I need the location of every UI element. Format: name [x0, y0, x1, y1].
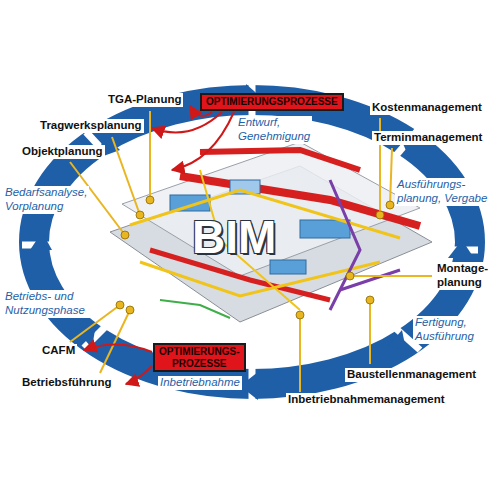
box-text: OPTIMIERUNGS- PROZESSE	[159, 346, 240, 369]
discipline-label: Kostenmanagement	[370, 101, 484, 115]
optimization-box: OPTIMIERUNGS- PROZESSE	[153, 343, 246, 372]
phase-label: Entwurf, Genehmigung	[236, 116, 312, 144]
phase-label: Betriebs- und Nutzungsphase	[3, 290, 97, 318]
optimization-box: OPTIMIERUNGSPROZESSE	[200, 93, 344, 111]
phase-label: Inbetriebnahme	[158, 376, 242, 390]
box-text: OPTIMIERUNGSPROZESSE	[206, 96, 338, 108]
discipline-label: Terminmanagement	[372, 131, 484, 145]
discipline-label: Inbetriebnahmemanagement	[286, 393, 447, 407]
discipline-label: CAFM	[40, 344, 77, 358]
phase-label: Bedarfsanalyse, Vorplanung	[3, 186, 89, 214]
discipline-label: Objektplanung	[20, 145, 105, 159]
discipline-label: Tragwerksplanung	[38, 119, 144, 133]
discipline-label: Baustellenmanagement	[345, 368, 478, 382]
phase-label: Ausführungs- planung, Vergabe	[395, 178, 496, 206]
discipline-label: TGA-Planung	[106, 93, 183, 107]
discipline-label: Betriebsführung	[20, 376, 113, 390]
discipline-label: Montage- planung	[435, 262, 490, 290]
center-title: BIM	[192, 214, 276, 260]
phase-label: Fertigung, Ausführung	[413, 316, 476, 344]
